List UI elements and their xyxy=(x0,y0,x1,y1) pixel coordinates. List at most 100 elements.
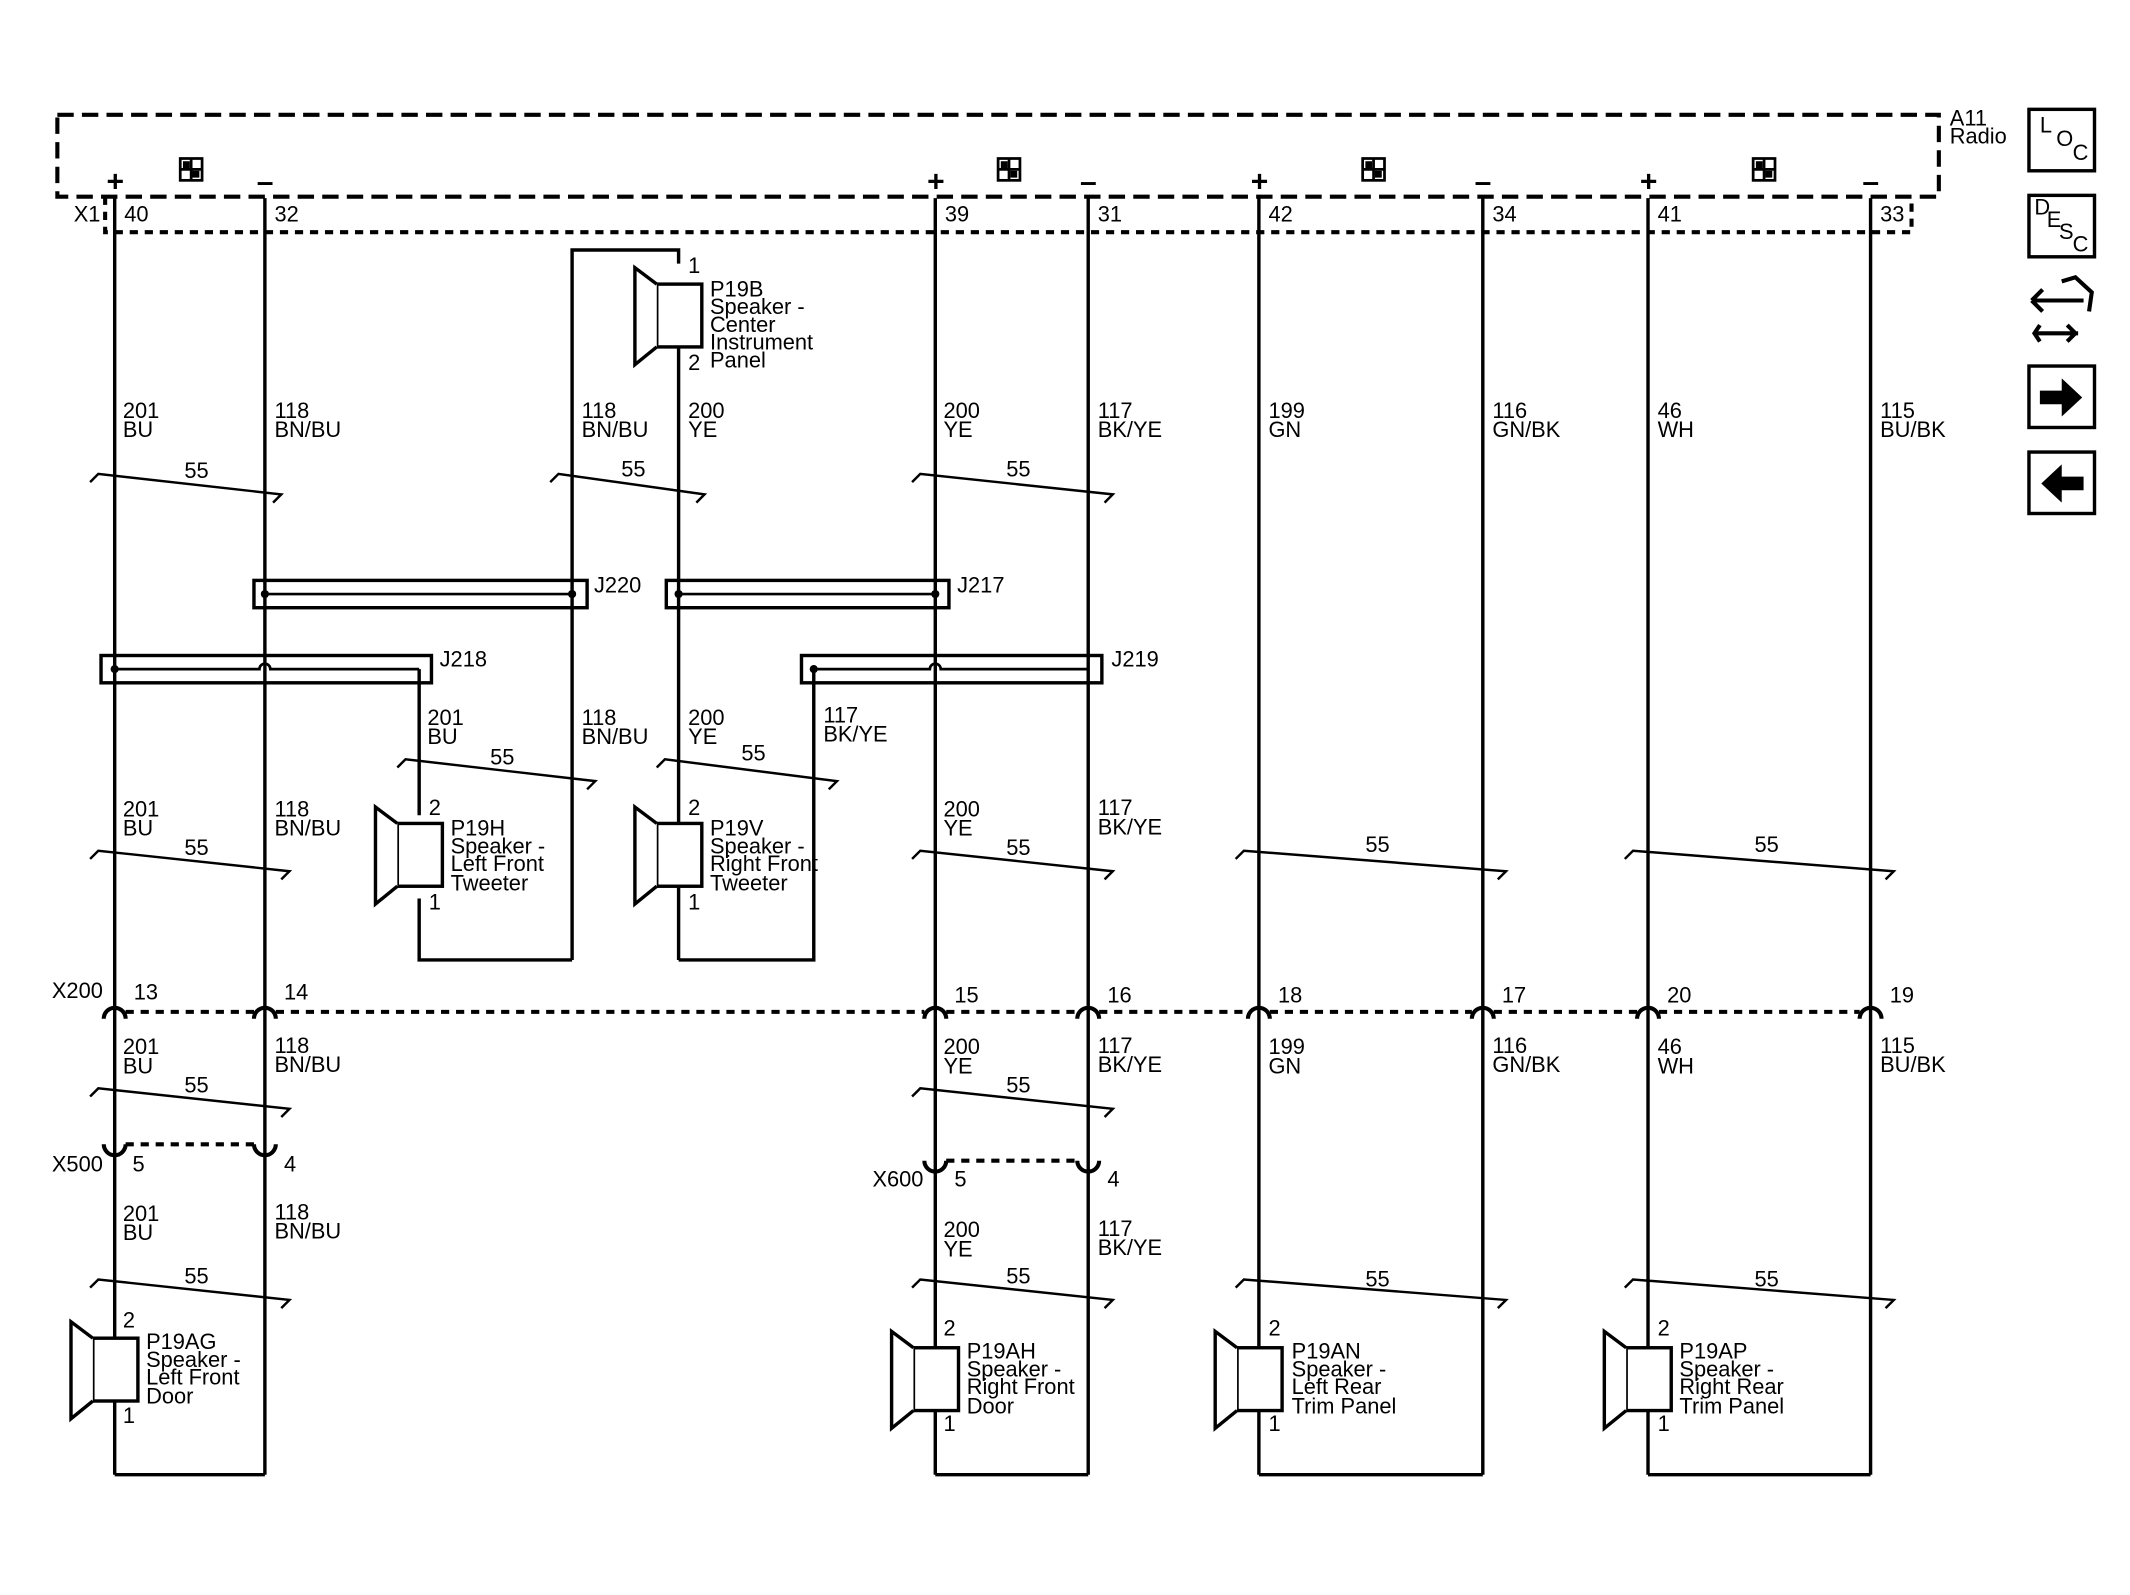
svg-text:BU: BU xyxy=(123,1220,153,1245)
svg-text:115: 115 xyxy=(1880,398,1915,423)
svg-text:2: 2 xyxy=(943,1315,955,1340)
svg-text:201: 201 xyxy=(427,705,463,730)
channel-icon xyxy=(996,157,1022,182)
svg-text:55: 55 xyxy=(184,458,208,483)
svg-text:–: – xyxy=(257,165,274,198)
svg-text:Trim Panel: Trim Panel xyxy=(1292,1393,1397,1418)
svg-text:115: 115 xyxy=(1880,1033,1915,1058)
svg-text:+: + xyxy=(927,165,945,198)
svg-text:2: 2 xyxy=(123,1307,135,1332)
svg-text:BK/YE: BK/YE xyxy=(1098,814,1162,839)
speaker-p19ag-label: 2 1 P19AG Speaker - Left Front Door xyxy=(123,1307,241,1428)
svg-text:5: 5 xyxy=(132,1152,144,1177)
svg-text:2: 2 xyxy=(688,795,700,820)
svg-text:55: 55 xyxy=(1365,1266,1389,1291)
svg-text:BN/BU: BN/BU xyxy=(274,816,341,841)
svg-text:199: 199 xyxy=(1268,398,1304,423)
x1-connector-outline xyxy=(103,196,1914,235)
svg-text:33: 33 xyxy=(1880,201,1904,226)
speaker-p19ap-symbol xyxy=(1602,1327,1673,1432)
amplifier-channel-icons xyxy=(178,157,1777,182)
svg-text:1: 1 xyxy=(943,1411,955,1436)
desc-button[interactable]: D E S C xyxy=(2027,193,2097,259)
svg-text:GN: GN xyxy=(1268,1053,1301,1078)
splice-j220-label: J220 xyxy=(594,573,641,598)
svg-text:118: 118 xyxy=(582,398,617,423)
svg-text:117: 117 xyxy=(1098,1033,1133,1058)
svg-text:20: 20 xyxy=(1667,982,1691,1007)
twist-labels: 55 55 55 55 55 55 55 55 55 55 55 55 55 5… xyxy=(184,457,1778,1292)
svg-text:BK/YE: BK/YE xyxy=(1098,1052,1162,1077)
svg-text:200: 200 xyxy=(943,797,979,822)
x200-labels: X200 13 14 15 16 18 17 20 19 xyxy=(52,978,1914,1007)
twisted-pair-markers xyxy=(89,472,1897,1310)
svg-text:–: – xyxy=(1080,165,1097,198)
svg-text:D: D xyxy=(2034,194,2050,219)
speaker-p19ah-label: 2 1 P19AH Speaker - Right Front Door xyxy=(943,1315,1074,1436)
speaker-p19an-label: 2 1 P19AN Speaker - Left Rear Trim Panel xyxy=(1268,1315,1396,1436)
svg-text:2: 2 xyxy=(688,350,700,375)
svg-text:YE: YE xyxy=(943,1053,972,1078)
speaker-p19h-symbol xyxy=(373,803,445,908)
svg-text:46: 46 xyxy=(1658,1034,1682,1059)
radio-module-box xyxy=(55,112,1941,199)
splice-pack-j219 xyxy=(799,653,1104,685)
svg-text:BN/BU: BN/BU xyxy=(582,417,649,442)
svg-text:16: 16 xyxy=(1107,982,1131,1007)
svg-text:19: 19 xyxy=(1890,982,1914,1007)
svg-text:55: 55 xyxy=(184,1264,208,1289)
arrow-left-icon[interactable] xyxy=(2027,450,2097,516)
svg-text:Speaker -: Speaker - xyxy=(710,294,805,319)
svg-text:118: 118 xyxy=(274,1033,309,1058)
svg-text:200: 200 xyxy=(943,1034,979,1059)
loc-button[interactable]: L O C xyxy=(2027,107,2097,173)
speaker-p19v-label: 2 1 P19V Speaker - Right Front Tweeter xyxy=(688,795,818,914)
speaker-p19ap-label: 2 1 P19AP Speaker - Right Rear Trim Pane… xyxy=(1658,1315,1785,1436)
svg-text:116: 116 xyxy=(1492,398,1527,423)
svg-text:201: 201 xyxy=(123,1201,159,1226)
svg-text:55: 55 xyxy=(621,457,645,482)
svg-text:200: 200 xyxy=(688,398,724,423)
svg-text:Left Front: Left Front xyxy=(451,851,544,876)
svg-text:–: – xyxy=(1862,165,1879,198)
svg-text:BN/BU: BN/BU xyxy=(274,417,341,442)
svg-text:1: 1 xyxy=(429,889,441,914)
svg-text:Speaker -: Speaker - xyxy=(967,1356,1062,1381)
svg-text:55: 55 xyxy=(741,741,765,766)
svg-text:1: 1 xyxy=(123,1403,135,1428)
svg-text:39: 39 xyxy=(945,201,969,226)
svg-text:4: 4 xyxy=(1107,1167,1119,1192)
x1-pin-numbers: 40 32 39 31 42 34 41 33 xyxy=(124,201,1904,226)
svg-text:55: 55 xyxy=(1006,457,1030,482)
svg-text:118: 118 xyxy=(274,1199,309,1224)
svg-text:O: O xyxy=(2056,126,2073,151)
svg-text:5: 5 xyxy=(954,1167,966,1192)
svg-text:2: 2 xyxy=(1268,1315,1280,1340)
channel-icon xyxy=(1361,157,1386,182)
svg-text:2: 2 xyxy=(1658,1315,1670,1340)
svg-text:+: + xyxy=(1251,165,1269,198)
svg-text:201: 201 xyxy=(123,797,159,822)
speaker-p19h-label: 2 1 P19H Speaker - Left Front Tweeter xyxy=(429,795,545,914)
svg-text:BU/BK: BU/BK xyxy=(1880,417,1946,442)
svg-text:BU: BU xyxy=(123,417,153,442)
svg-text:BK/YE: BK/YE xyxy=(1098,1235,1162,1260)
svg-text:Speaker -: Speaker - xyxy=(1679,1356,1774,1381)
svg-text:55: 55 xyxy=(184,835,208,860)
svg-text:Trim Panel: Trim Panel xyxy=(1679,1393,1784,1418)
arrow-right-icon[interactable] xyxy=(2027,364,2097,430)
svg-text:118: 118 xyxy=(274,797,309,822)
x600-labels: X600 5 4 xyxy=(872,1167,1119,1192)
connector-wrench-icon[interactable] xyxy=(2030,274,2094,343)
svg-text:201: 201 xyxy=(123,1034,159,1059)
svg-text:4: 4 xyxy=(284,1152,296,1177)
svg-text:S: S xyxy=(2059,219,2074,244)
svg-text:BN/BU: BN/BU xyxy=(274,1052,341,1077)
splice-j219-label: J219 xyxy=(1111,646,1158,671)
svg-text:14: 14 xyxy=(284,980,308,1005)
svg-text:118: 118 xyxy=(582,705,617,730)
speaker-p19b-label: 1 2 P19B Speaker - Center Instrument Pan… xyxy=(688,253,813,375)
svg-text:17: 17 xyxy=(1502,982,1526,1007)
svg-text:Door: Door xyxy=(146,1384,193,1409)
svg-text:C: C xyxy=(2073,140,2089,165)
